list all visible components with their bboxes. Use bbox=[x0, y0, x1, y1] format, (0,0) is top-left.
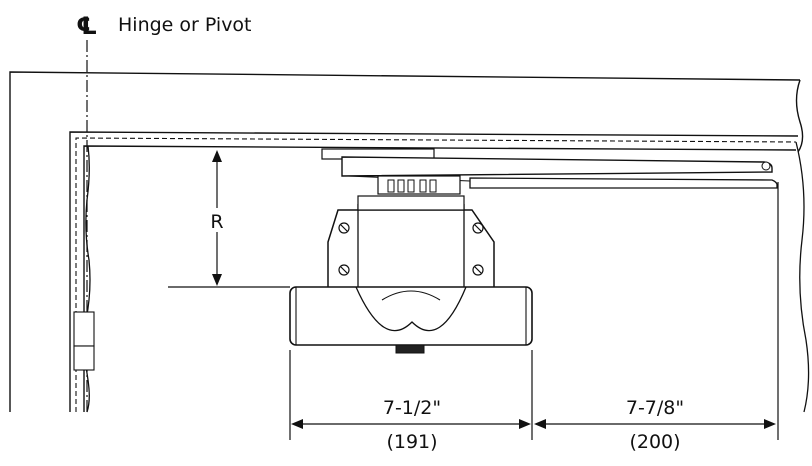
closer-saddle-top bbox=[381, 290, 441, 301]
spindle-gears bbox=[387, 179, 437, 193]
closer-width-arrow-right bbox=[519, 419, 531, 429]
arm-width-inches: 7-7/8" bbox=[626, 397, 684, 419]
arm-width-arrow-right bbox=[764, 419, 776, 429]
arm-width-arrow-left bbox=[534, 419, 546, 429]
closer-body bbox=[289, 286, 533, 346]
centerline-symbol: ℄ bbox=[76, 12, 98, 40]
radius-label-bg bbox=[208, 208, 226, 232]
closer-center-saddle bbox=[355, 286, 467, 332]
adjustment-valve bbox=[395, 344, 425, 354]
frame-stop-line bbox=[69, 131, 799, 412]
closer-width-inches: 7-1/2" bbox=[383, 397, 441, 419]
frame-break-line bbox=[795, 79, 804, 153]
hinge-upper bbox=[73, 311, 95, 347]
radius-arrow-bottom bbox=[212, 274, 222, 286]
closer-width-mm: (191) bbox=[386, 431, 437, 453]
closer-width-arrow-left bbox=[291, 419, 303, 429]
hinge-lower bbox=[73, 345, 95, 371]
door-break-line bbox=[795, 141, 810, 413]
radius-arrow-top bbox=[212, 150, 222, 162]
frame-outline bbox=[9, 71, 801, 412]
bracket-top-cap bbox=[357, 195, 465, 211]
door-hinge-edge bbox=[84, 145, 91, 413]
legend-text: Hinge or Pivot bbox=[118, 14, 252, 36]
screw-slots bbox=[340, 224, 482, 274]
main-arm bbox=[341, 156, 773, 177]
arm-width-mm: (200) bbox=[629, 431, 680, 453]
radius-label: R bbox=[210, 211, 223, 233]
mounting-bracket bbox=[327, 209, 495, 291]
forearm bbox=[469, 177, 778, 189]
arm-pin bbox=[761, 161, 771, 171]
